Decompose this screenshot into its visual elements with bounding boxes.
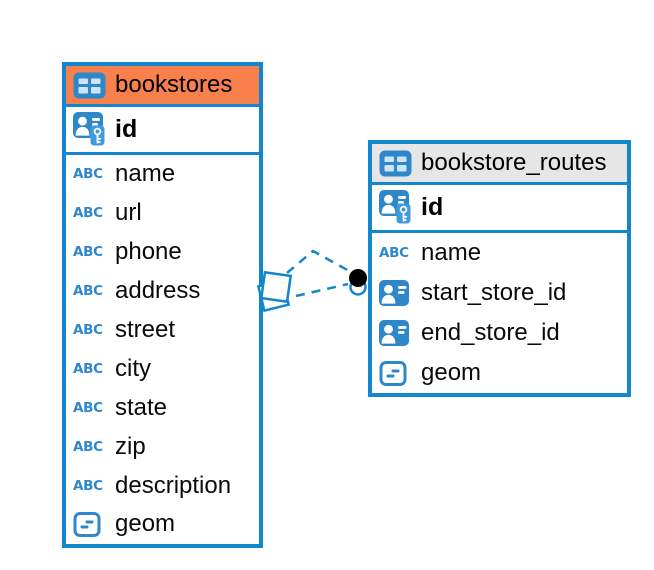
column-name: geom	[421, 359, 482, 386]
text-type-icon: ABC	[73, 322, 103, 338]
column-name: state	[115, 393, 168, 421]
column-name: name	[115, 160, 176, 188]
column-name: description	[115, 471, 232, 499]
column-row[interactable]: ABC state	[66, 388, 259, 427]
column-row[interactable]: geom	[66, 505, 259, 544]
column-row[interactable]: ABC name	[372, 233, 627, 273]
entity-table-bookstores[interactable]: bookstores id ABC name ABC url ABC phone…	[62, 62, 263, 548]
column-row[interactable]: ABC phone	[66, 233, 259, 272]
table-icon	[379, 150, 412, 177]
table-header-bookstores[interactable]: bookstores	[66, 66, 259, 107]
text-type-icon: ABC	[73, 205, 103, 222]
column-name: street	[115, 316, 176, 343]
column-row[interactable]: end_store_id	[372, 313, 627, 353]
relationship-target-dot[interactable]	[349, 269, 367, 287]
column-name: id	[421, 193, 444, 221]
text-type-icon: ABC	[73, 438, 103, 455]
column-row-id[interactable]: id	[372, 185, 627, 233]
primary-key-icon	[73, 112, 106, 147]
column-name: name	[421, 239, 482, 266]
column-list: ABC name ABC url ABC phone ABC address A…	[66, 155, 259, 544]
column-row[interactable]: start_store_id	[372, 273, 627, 313]
geometry-type-icon	[379, 360, 412, 387]
column-list: ABC name start_store_id end_store_id ge	[372, 233, 627, 393]
column-name: address	[115, 277, 201, 305]
table-header-bookstore-routes[interactable]: bookstore_routes	[372, 144, 627, 185]
table-icon	[73, 72, 106, 99]
primary-key-icon	[379, 190, 412, 225]
column-name: id	[115, 115, 138, 143]
column-name: start_store_id	[421, 279, 567, 306]
column-row[interactable]: ABC zip	[66, 427, 259, 466]
geometry-type-icon	[73, 511, 106, 538]
column-row[interactable]: ABC street	[66, 311, 259, 350]
column-row[interactable]: ABC url	[66, 194, 259, 233]
relationship-target-ring[interactable]	[349, 278, 367, 296]
relationship-source-marker-front[interactable]	[259, 270, 293, 304]
relationship-line-upper[interactable]	[286, 249, 352, 274]
column-row[interactable]: ABC description	[66, 466, 259, 505]
column-row-id[interactable]: id	[66, 107, 259, 155]
column-name: end_store_id	[421, 319, 560, 346]
column-row[interactable]: ABC name	[66, 155, 259, 194]
column-name: url	[115, 199, 142, 227]
column-name: geom	[115, 510, 176, 538]
column-row[interactable]: geom	[372, 353, 627, 393]
column-row[interactable]: ABC city	[66, 349, 259, 388]
entity-table-bookstore-routes[interactable]: bookstore_routes id ABC name start_store…	[368, 140, 631, 397]
reference-type-icon	[379, 320, 412, 346]
text-type-icon: ABC	[379, 245, 409, 261]
column-name: phone	[115, 238, 182, 266]
text-type-icon: ABC	[73, 166, 103, 183]
column-row[interactable]: ABC address	[66, 272, 259, 311]
text-type-icon: ABC	[73, 283, 103, 300]
column-name: city	[115, 354, 151, 382]
table-name: bookstore_routes	[421, 149, 607, 176]
reference-type-icon	[379, 280, 412, 306]
text-type-icon: ABC	[73, 477, 103, 494]
column-name: zip	[115, 432, 146, 460]
text-type-icon: ABC	[73, 399, 103, 416]
text-type-icon: ABC	[73, 244, 103, 261]
relationship-line-lower[interactable]	[295, 282, 349, 298]
text-type-icon: ABC	[73, 360, 103, 377]
table-name: bookstores	[115, 71, 233, 98]
